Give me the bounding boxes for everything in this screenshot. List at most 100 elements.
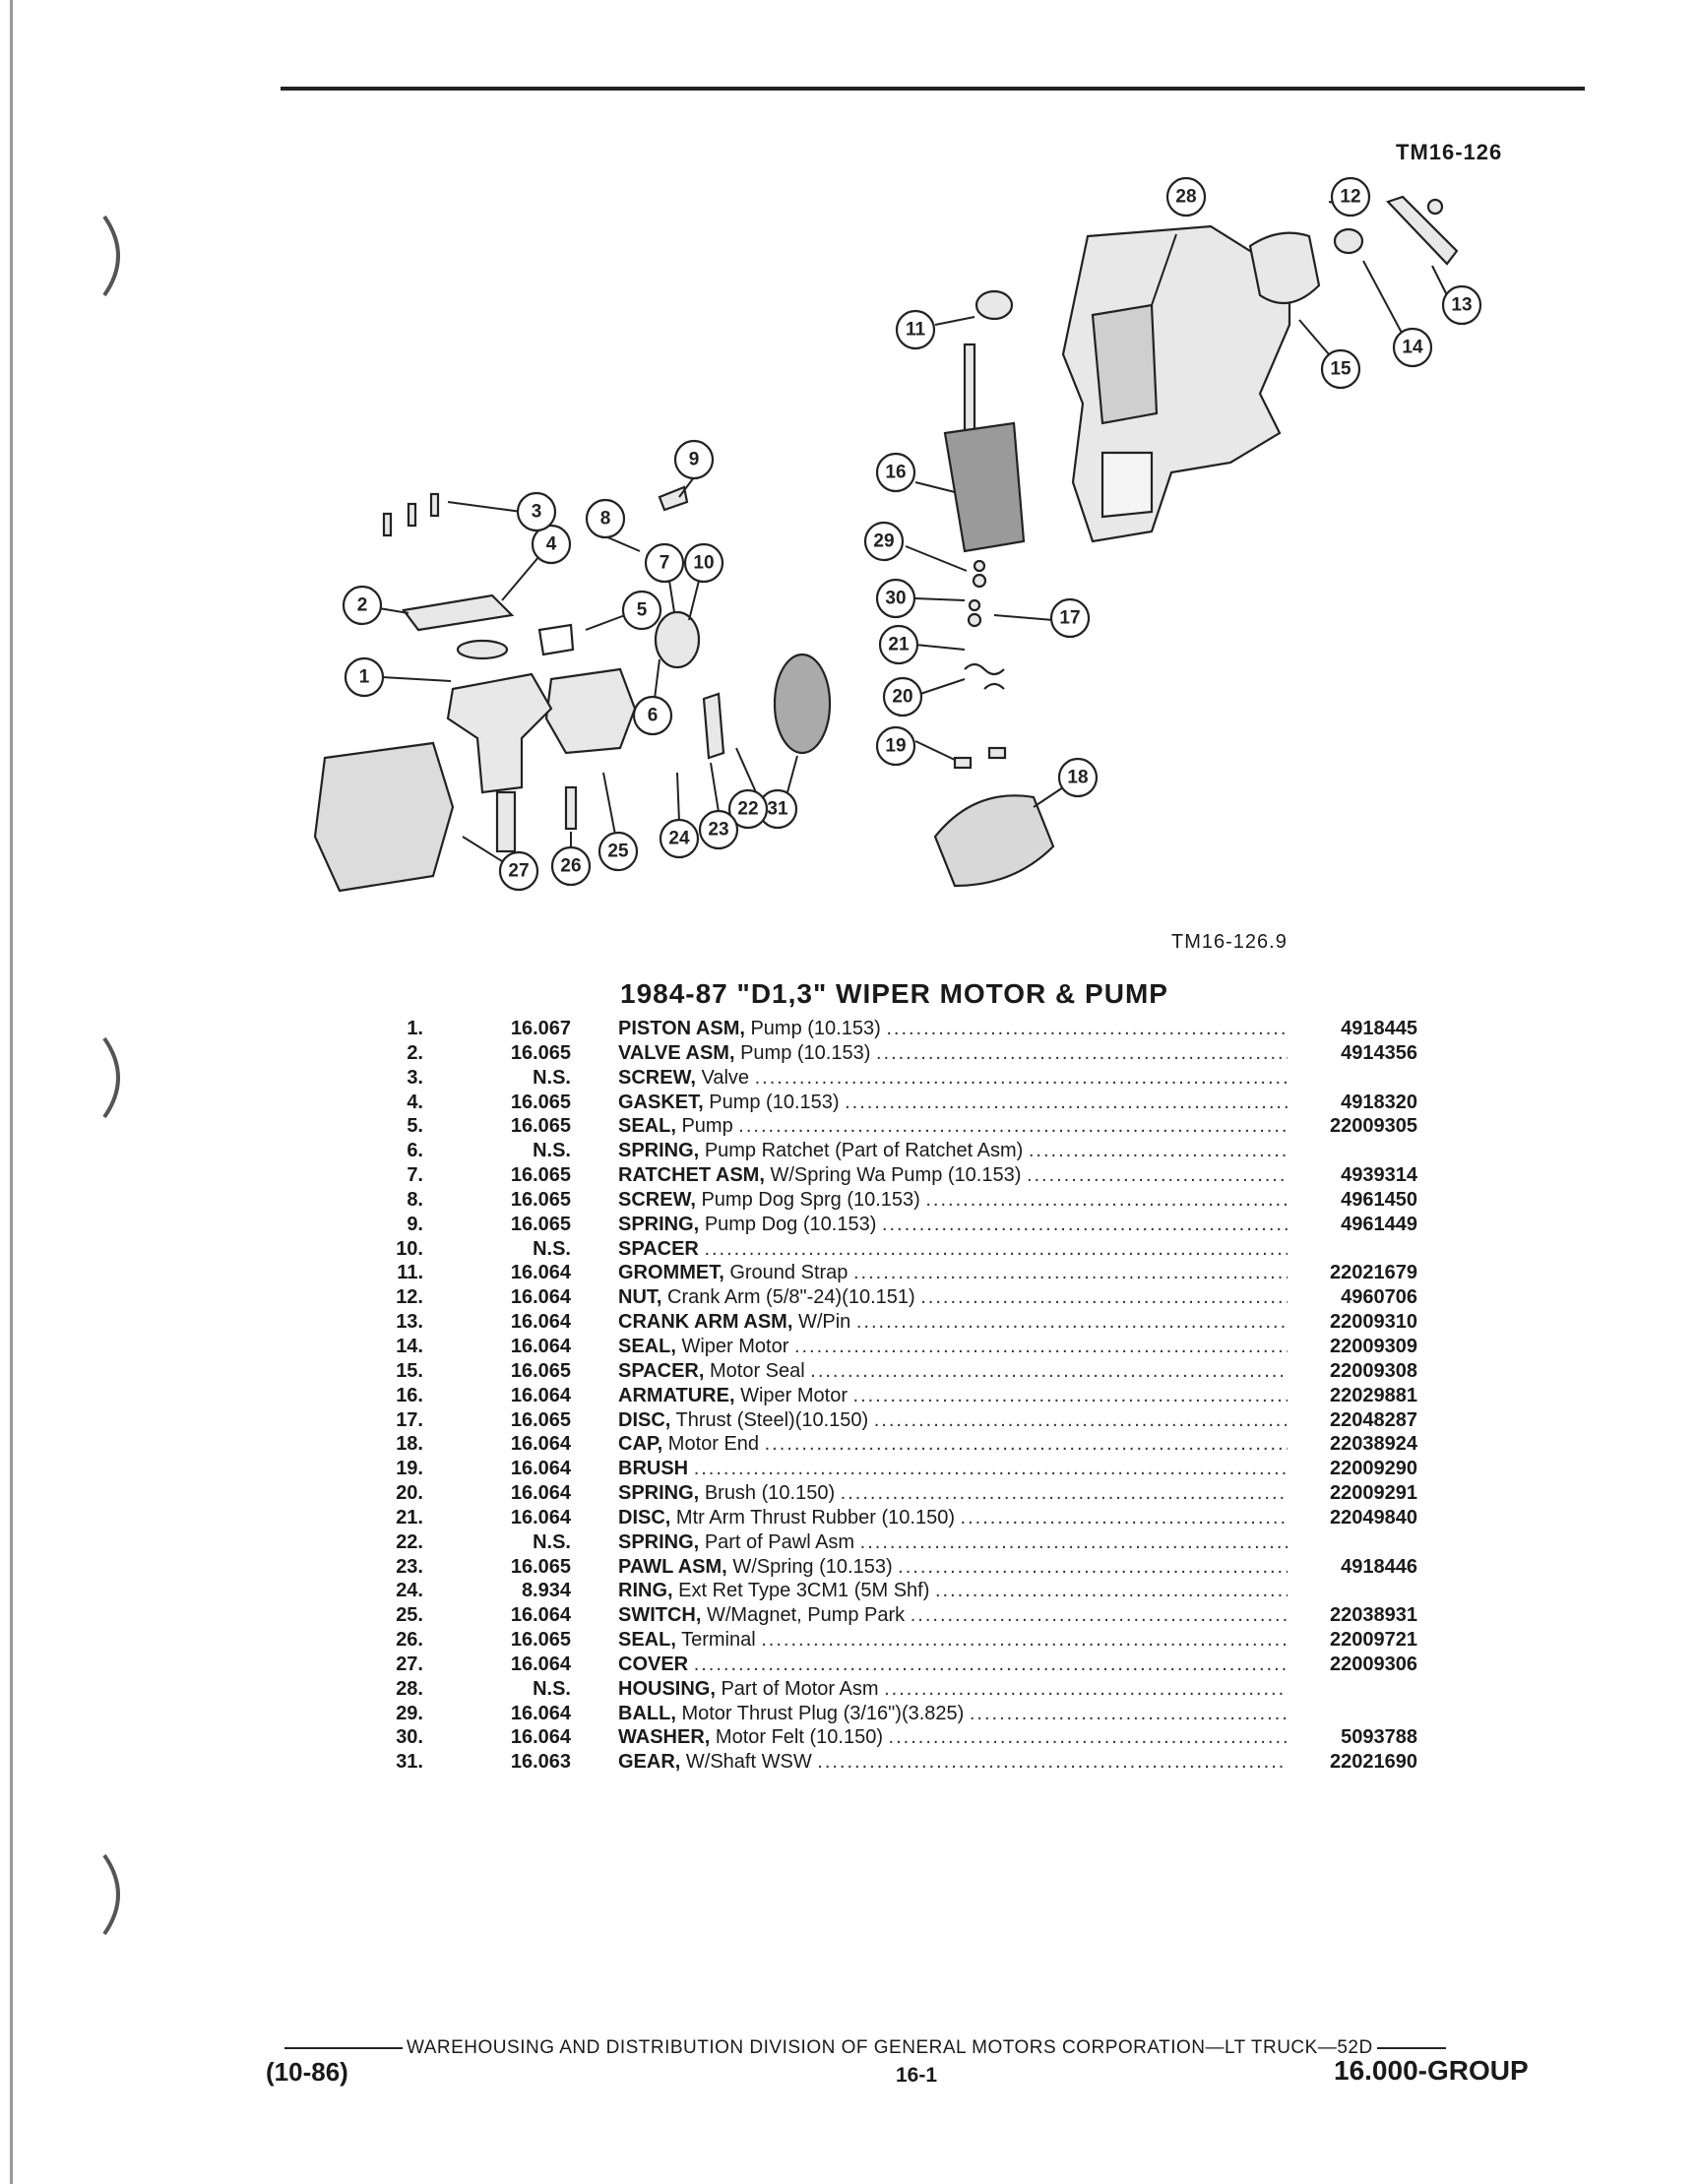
callout-15: 15 [1330, 359, 1351, 380]
part-name: GEAR, [618, 1751, 681, 1774]
part-description: ARMATURE, Wiper Motor ..................… [618, 1384, 1288, 1408]
part-number: 22048287 [1330, 1408, 1417, 1431]
part-number: 4918320 [1341, 1091, 1417, 1113]
leader-dots: ........................................… [840, 1482, 1288, 1505]
item-number: 19. [396, 1458, 423, 1480]
part-detail: Motor Thrust Plug (3/16")(3.825) [681, 1702, 965, 1724]
item-number: 7. [407, 1164, 423, 1187]
callout-21: 21 [888, 635, 910, 655]
part-name: PISTON ASM, [618, 1018, 745, 1039]
leader-dots: ........................................… [875, 1041, 1288, 1064]
callout-18: 18 [1067, 768, 1088, 788]
part-name: SPRING, [618, 1530, 700, 1553]
part-name: NUT, [618, 1286, 662, 1309]
group-number: 16.065 [510, 1115, 571, 1138]
part-number: 22029881 [1330, 1384, 1417, 1406]
part-description: NUT, Crank Arm (5/8"-24)(10.151) .......… [618, 1285, 1288, 1310]
item-number: 9. [407, 1213, 423, 1235]
callout-23: 23 [708, 820, 728, 841]
leader-dots: ........................................… [888, 1726, 1288, 1749]
leader-dots: ........................................… [855, 1311, 1288, 1334]
part-number: 22021690 [1330, 1751, 1417, 1774]
part-description: GEAR, W/Shaft WSW ......................… [618, 1750, 1288, 1775]
part-description: SPACER .................................… [618, 1237, 1288, 1262]
part-description: SPRING, Pump Dog (10.153) ..............… [618, 1213, 1288, 1237]
part-detail: Motor Felt (10.150) [715, 1726, 883, 1749]
callout-28: 28 [1175, 187, 1196, 208]
leader-dots: ........................................… [859, 1530, 1288, 1553]
leader-dots: ........................................… [934, 1580, 1288, 1602]
leader-dots: ........................................… [1028, 1140, 1288, 1162]
part-number: 22021679 [1330, 1262, 1417, 1284]
part-name: VALVE ASM, [618, 1041, 735, 1064]
part-description: VALVE ASM, Pump (10.153) ...............… [618, 1041, 1288, 1066]
part-detail: Crank Arm (5/8"-24)(10.151) [667, 1286, 915, 1309]
callout-29: 29 [873, 531, 894, 552]
part-description: RING, Ext Ret Type 3CM1 (5M Shf) .......… [618, 1579, 1288, 1603]
group-number: 16.063 [510, 1751, 571, 1774]
part-description: GASKET, Pump (10.153) ..................… [618, 1091, 1288, 1115]
group-number: N.S. [533, 1530, 571, 1553]
armature-drawing [943, 421, 1026, 553]
part-number: 22009310 [1330, 1311, 1417, 1334]
part-name: DISC, [618, 1408, 671, 1431]
callout-5: 5 [637, 600, 648, 621]
leader-dots: ........................................… [738, 1115, 1288, 1138]
group-number: 16.065 [510, 1188, 571, 1211]
leader-dots: ........................................… [754, 1066, 1288, 1089]
group-number: 16.064 [510, 1482, 571, 1505]
part-name: PAWL ASM, [618, 1555, 727, 1578]
parts-row: 10.N.S.SPACER ..........................… [374, 1237, 1417, 1262]
part-detail: Brush (10.150) [704, 1482, 836, 1505]
part-detail: Part of Pawl Asm [704, 1530, 855, 1553]
group-number: 8.934 [521, 1580, 571, 1602]
leader-dots: ........................................… [873, 1408, 1288, 1431]
part-detail: Mtr Arm Thrust Rubber (10.150) [675, 1506, 955, 1529]
item-number: 29. [396, 1702, 423, 1724]
item-number: 27. [396, 1653, 423, 1675]
part-number: 4939314 [1341, 1164, 1417, 1187]
item-number: 22. [396, 1530, 423, 1553]
item-number: 23. [396, 1555, 423, 1578]
group-number: 16.065 [510, 1041, 571, 1064]
part-name: CAP, [618, 1433, 663, 1456]
callout-labels [342, 176, 1482, 892]
leader-dots: ........................................… [793, 1335, 1288, 1357]
part-description: HOUSING, Part of Motor Asm .............… [618, 1677, 1288, 1702]
part-detail: W/Shaft WSW [685, 1751, 812, 1774]
part-detail: Pump (10.153) [750, 1018, 881, 1039]
item-number: 30. [396, 1726, 423, 1749]
callout-20: 20 [892, 687, 912, 708]
item-number: 20. [396, 1482, 423, 1505]
part-number: 22009308 [1330, 1359, 1417, 1382]
gear-drawing [773, 653, 832, 755]
leader-dots: ........................................… [886, 1018, 1288, 1039]
part-name: COVER [618, 1653, 689, 1675]
crank-arm-drawing [1386, 195, 1459, 266]
part-name: SEAL, [618, 1335, 676, 1357]
part-detail: Pump Dog Sprg (10.153) [701, 1188, 920, 1211]
callout-22: 22 [737, 799, 758, 820]
item-number: 8. [407, 1188, 423, 1211]
group-number: 16.064 [510, 1653, 571, 1675]
group-number: 16.064 [510, 1506, 571, 1529]
group-number: 16.064 [510, 1433, 571, 1456]
part-number: 4914356 [1341, 1041, 1417, 1064]
part-detail: W/Spring Wa Pump (10.153) [770, 1164, 1022, 1187]
part-name: SCREW, [618, 1066, 696, 1089]
part-description: SPACER, Motor Seal .....................… [618, 1359, 1288, 1384]
part-detail: W/Pin [797, 1311, 851, 1334]
group-number: 16.065 [510, 1091, 571, 1113]
callout-2: 2 [357, 595, 368, 616]
part-detail: Pump (10.153) [709, 1091, 840, 1113]
group-number: 16.064 [510, 1604, 571, 1627]
group-number: 16.064 [510, 1384, 571, 1406]
